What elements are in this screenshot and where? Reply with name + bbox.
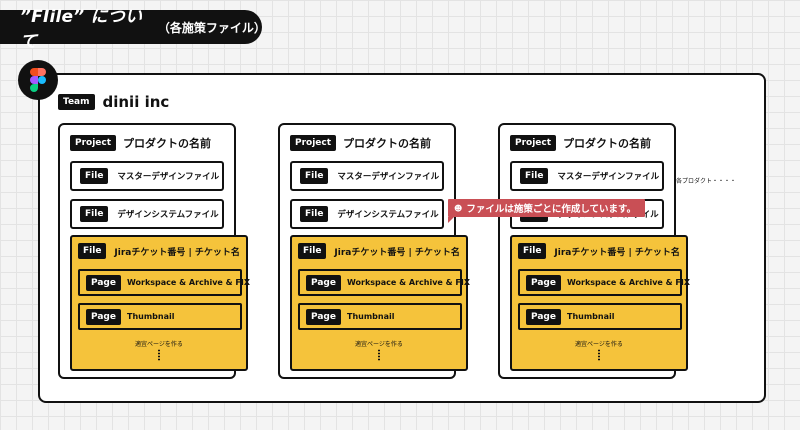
file-label: マスターデザインファイル xyxy=(117,172,220,182)
add-page-note: 適宜ページを作る xyxy=(355,341,403,348)
team-name: dinii inc xyxy=(102,93,170,111)
file-design-system: File デザインシステムファイル xyxy=(70,199,224,229)
jira-file-header: File Jiraチケット番号 | チケット名 xyxy=(518,243,680,259)
header-title: ”FIile” について xyxy=(20,7,143,52)
project-tag: Project xyxy=(290,135,337,151)
file-tag: File xyxy=(300,206,329,222)
file-master-design: File マスターデザインファイル xyxy=(510,161,664,191)
team-header: Team dinii inc xyxy=(58,93,169,111)
header-subtitle: （各施策ファイル） xyxy=(157,20,266,35)
page-workspace: Page Workspace & Archive & FIX xyxy=(78,269,250,296)
page-tag: Page xyxy=(86,308,121,325)
file-jira-ticket: File Jiraチケット番号 | チケット名 Page Workspace &… xyxy=(70,235,250,371)
callout-note: ☻ ファイルは施策ごとに作成しています。 xyxy=(448,199,646,217)
jira-file-header: File Jiraチケット番号 | チケット名 xyxy=(298,243,460,259)
project-card: Project プロダクトの名前 File マスターデザインファイル File … xyxy=(278,123,470,379)
page-label: Thumbnail xyxy=(346,312,395,321)
page-label: Thumbnail xyxy=(126,312,175,321)
file-tag: File xyxy=(520,168,549,184)
jira-file-label: Jiraチケット番号 | チケット名 xyxy=(554,247,680,258)
add-page-note: 適宜ページを作る xyxy=(135,341,183,348)
project-tag: Project xyxy=(510,135,557,151)
page-thumbnail: Page Thumbnail xyxy=(518,303,682,330)
add-page-note: 適宜ページを作る xyxy=(575,341,623,348)
project-tag: Project xyxy=(70,135,117,151)
page-label: Workspace & Archive & FIX xyxy=(346,278,470,287)
file-tag: File xyxy=(80,168,109,184)
page-label: Workspace & Archive & FIX xyxy=(566,278,690,287)
file-label: マスターデザインファイル xyxy=(557,172,660,182)
each-product-note: 各プロダクト・・・・ xyxy=(676,178,737,185)
project-name: プロダクトの名前 xyxy=(123,137,212,150)
page-tag: Page xyxy=(526,274,561,291)
file-tag: File xyxy=(80,206,109,222)
vertical-dots-icon xyxy=(598,349,600,361)
file-jira-ticket: File Jiraチケット番号 | チケット名 Page Workspace &… xyxy=(510,235,690,371)
file-design-system: File デザインシステムファイル xyxy=(290,199,444,229)
figma-logo-icon xyxy=(18,60,58,100)
file-label: デザインシステムファイル xyxy=(117,210,219,220)
page-thumbnail: Page Thumbnail xyxy=(78,303,242,330)
project-header: Project プロダクトの名前 xyxy=(290,135,431,151)
jira-file-header: File Jiraチケット番号 | チケット名 xyxy=(78,243,240,259)
file-jira-ticket: File Jiraチケット番号 | チケット名 Page Workspace &… xyxy=(290,235,470,371)
page-thumbnail: Page Thumbnail xyxy=(298,303,462,330)
file-master-design: File マスターデザインファイル xyxy=(290,161,444,191)
project-header: Project プロダクトの名前 xyxy=(70,135,211,151)
jira-file-label: Jiraチケット番号 | チケット名 xyxy=(114,247,240,258)
project-name: プロダクトの名前 xyxy=(343,137,432,150)
callout-tail xyxy=(448,217,454,223)
emoji-icon: ☻ xyxy=(454,203,463,213)
page-tag: Page xyxy=(306,274,341,291)
team-panel: Team dinii inc Project プロダクトの名前 File マスタ… xyxy=(38,73,766,403)
callout-text: ファイルは施策ごとに作成しています。 xyxy=(466,204,637,215)
file-tag: File xyxy=(300,168,329,184)
file-label: デザインシステムファイル xyxy=(337,210,439,220)
file-tag: File xyxy=(518,243,547,259)
jira-file-label: Jiraチケット番号 | チケット名 xyxy=(334,247,460,258)
file-label: マスターデザインファイル xyxy=(337,172,440,182)
file-master-design: File マスターデザインファイル xyxy=(70,161,224,191)
file-tag: File xyxy=(78,243,107,259)
vertical-dots-icon xyxy=(158,349,160,361)
page-tag: Page xyxy=(306,308,341,325)
page-label: Thumbnail xyxy=(566,312,615,321)
page-workspace: Page Workspace & Archive & FIX xyxy=(518,269,690,296)
page-tag: Page xyxy=(526,308,561,325)
project-name: プロダクトの名前 xyxy=(563,137,652,150)
project-card: Project プロダクトの名前 File マスターデザインファイル File … xyxy=(58,123,250,379)
page-workspace: Page Workspace & Archive & FIX xyxy=(298,269,470,296)
page-label: Workspace & Archive & FIX xyxy=(126,278,250,287)
header-band: ”FIile” について （各施策ファイル） xyxy=(0,7,266,52)
file-tag: File xyxy=(298,243,327,259)
vertical-dots-icon xyxy=(378,349,380,361)
page-tag: Page xyxy=(86,274,121,291)
team-tag: Team xyxy=(58,94,95,110)
project-header: Project プロダクトの名前 xyxy=(510,135,651,151)
project-card: Project プロダクトの名前 File マスターデザインファイル File … xyxy=(498,123,690,379)
